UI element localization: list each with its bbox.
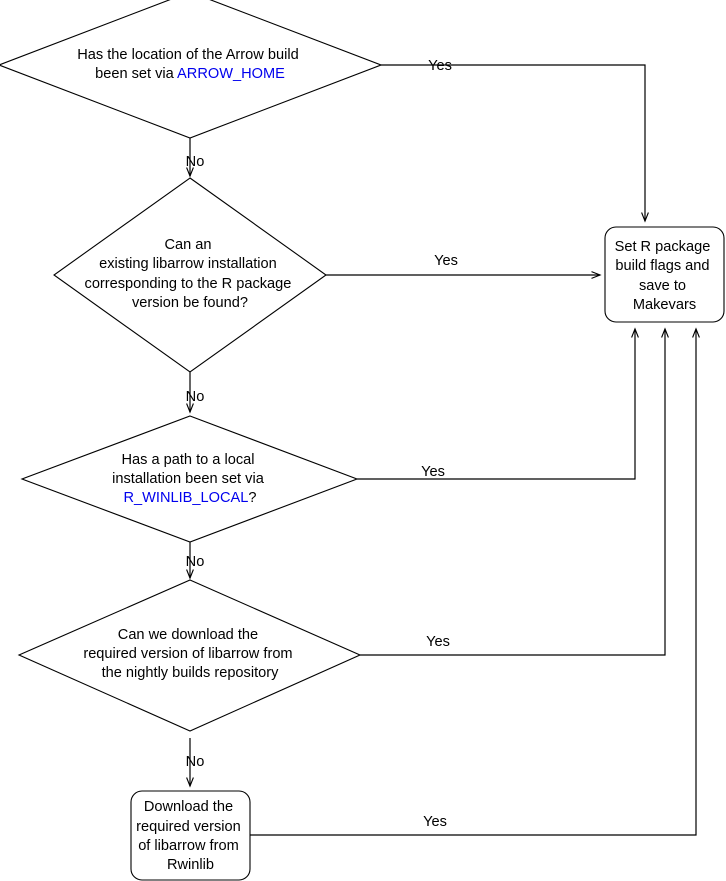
edge-label-no-existing: No <box>186 389 205 405</box>
node-winlib-local[interactable] <box>20 415 359 543</box>
edge-label-yes-arrow-home: Yes <box>428 58 452 74</box>
var-winlib-local: R_WINLIB_LOCAL <box>123 490 248 506</box>
edge-winlib-yes <box>357 327 639 480</box>
node-download-rwinlib-label: Download the required version of libarro… <box>136 799 245 873</box>
node-set-flags-label: Set R package build flags and save to Ma… <box>615 239 715 313</box>
edge-label-yes-winlib: Yes <box>421 464 445 480</box>
edge-label-no-winlib: No <box>186 554 205 570</box>
node-arrow-home[interactable] <box>0 0 383 139</box>
edge-label-yes-rwinlib: Yes <box>423 814 447 830</box>
edge-nightly-yes <box>360 327 669 656</box>
node-existing-libarrow-label: Can an existing libarrow installation co… <box>85 237 296 311</box>
edge-label-no-nightly: No <box>186 754 205 770</box>
edge-label-no-arrow-home: No <box>186 154 205 170</box>
var-arrow-home: ARROW_HOME <box>177 66 285 82</box>
node-arrow-home-label: Has the location of the Arrow build been… <box>77 47 303 82</box>
node-nightly-builds[interactable] <box>17 579 362 732</box>
node-download-rwinlib[interactable] <box>130 790 251 881</box>
node-existing-libarrow[interactable] <box>53 177 327 373</box>
node-set-flags[interactable] <box>604 226 725 323</box>
edge-rwinlib-yes <box>250 327 700 836</box>
edge-arrow-home-yes <box>381 64 649 223</box>
edge-label-yes-nightly: Yes <box>426 634 450 650</box>
node-nightly-builds-label: Can we download the required version of … <box>83 627 296 681</box>
edge-label-yes-existing: Yes <box>434 253 458 269</box>
node-winlib-local-label: Has a path to a local installation been … <box>112 452 268 506</box>
